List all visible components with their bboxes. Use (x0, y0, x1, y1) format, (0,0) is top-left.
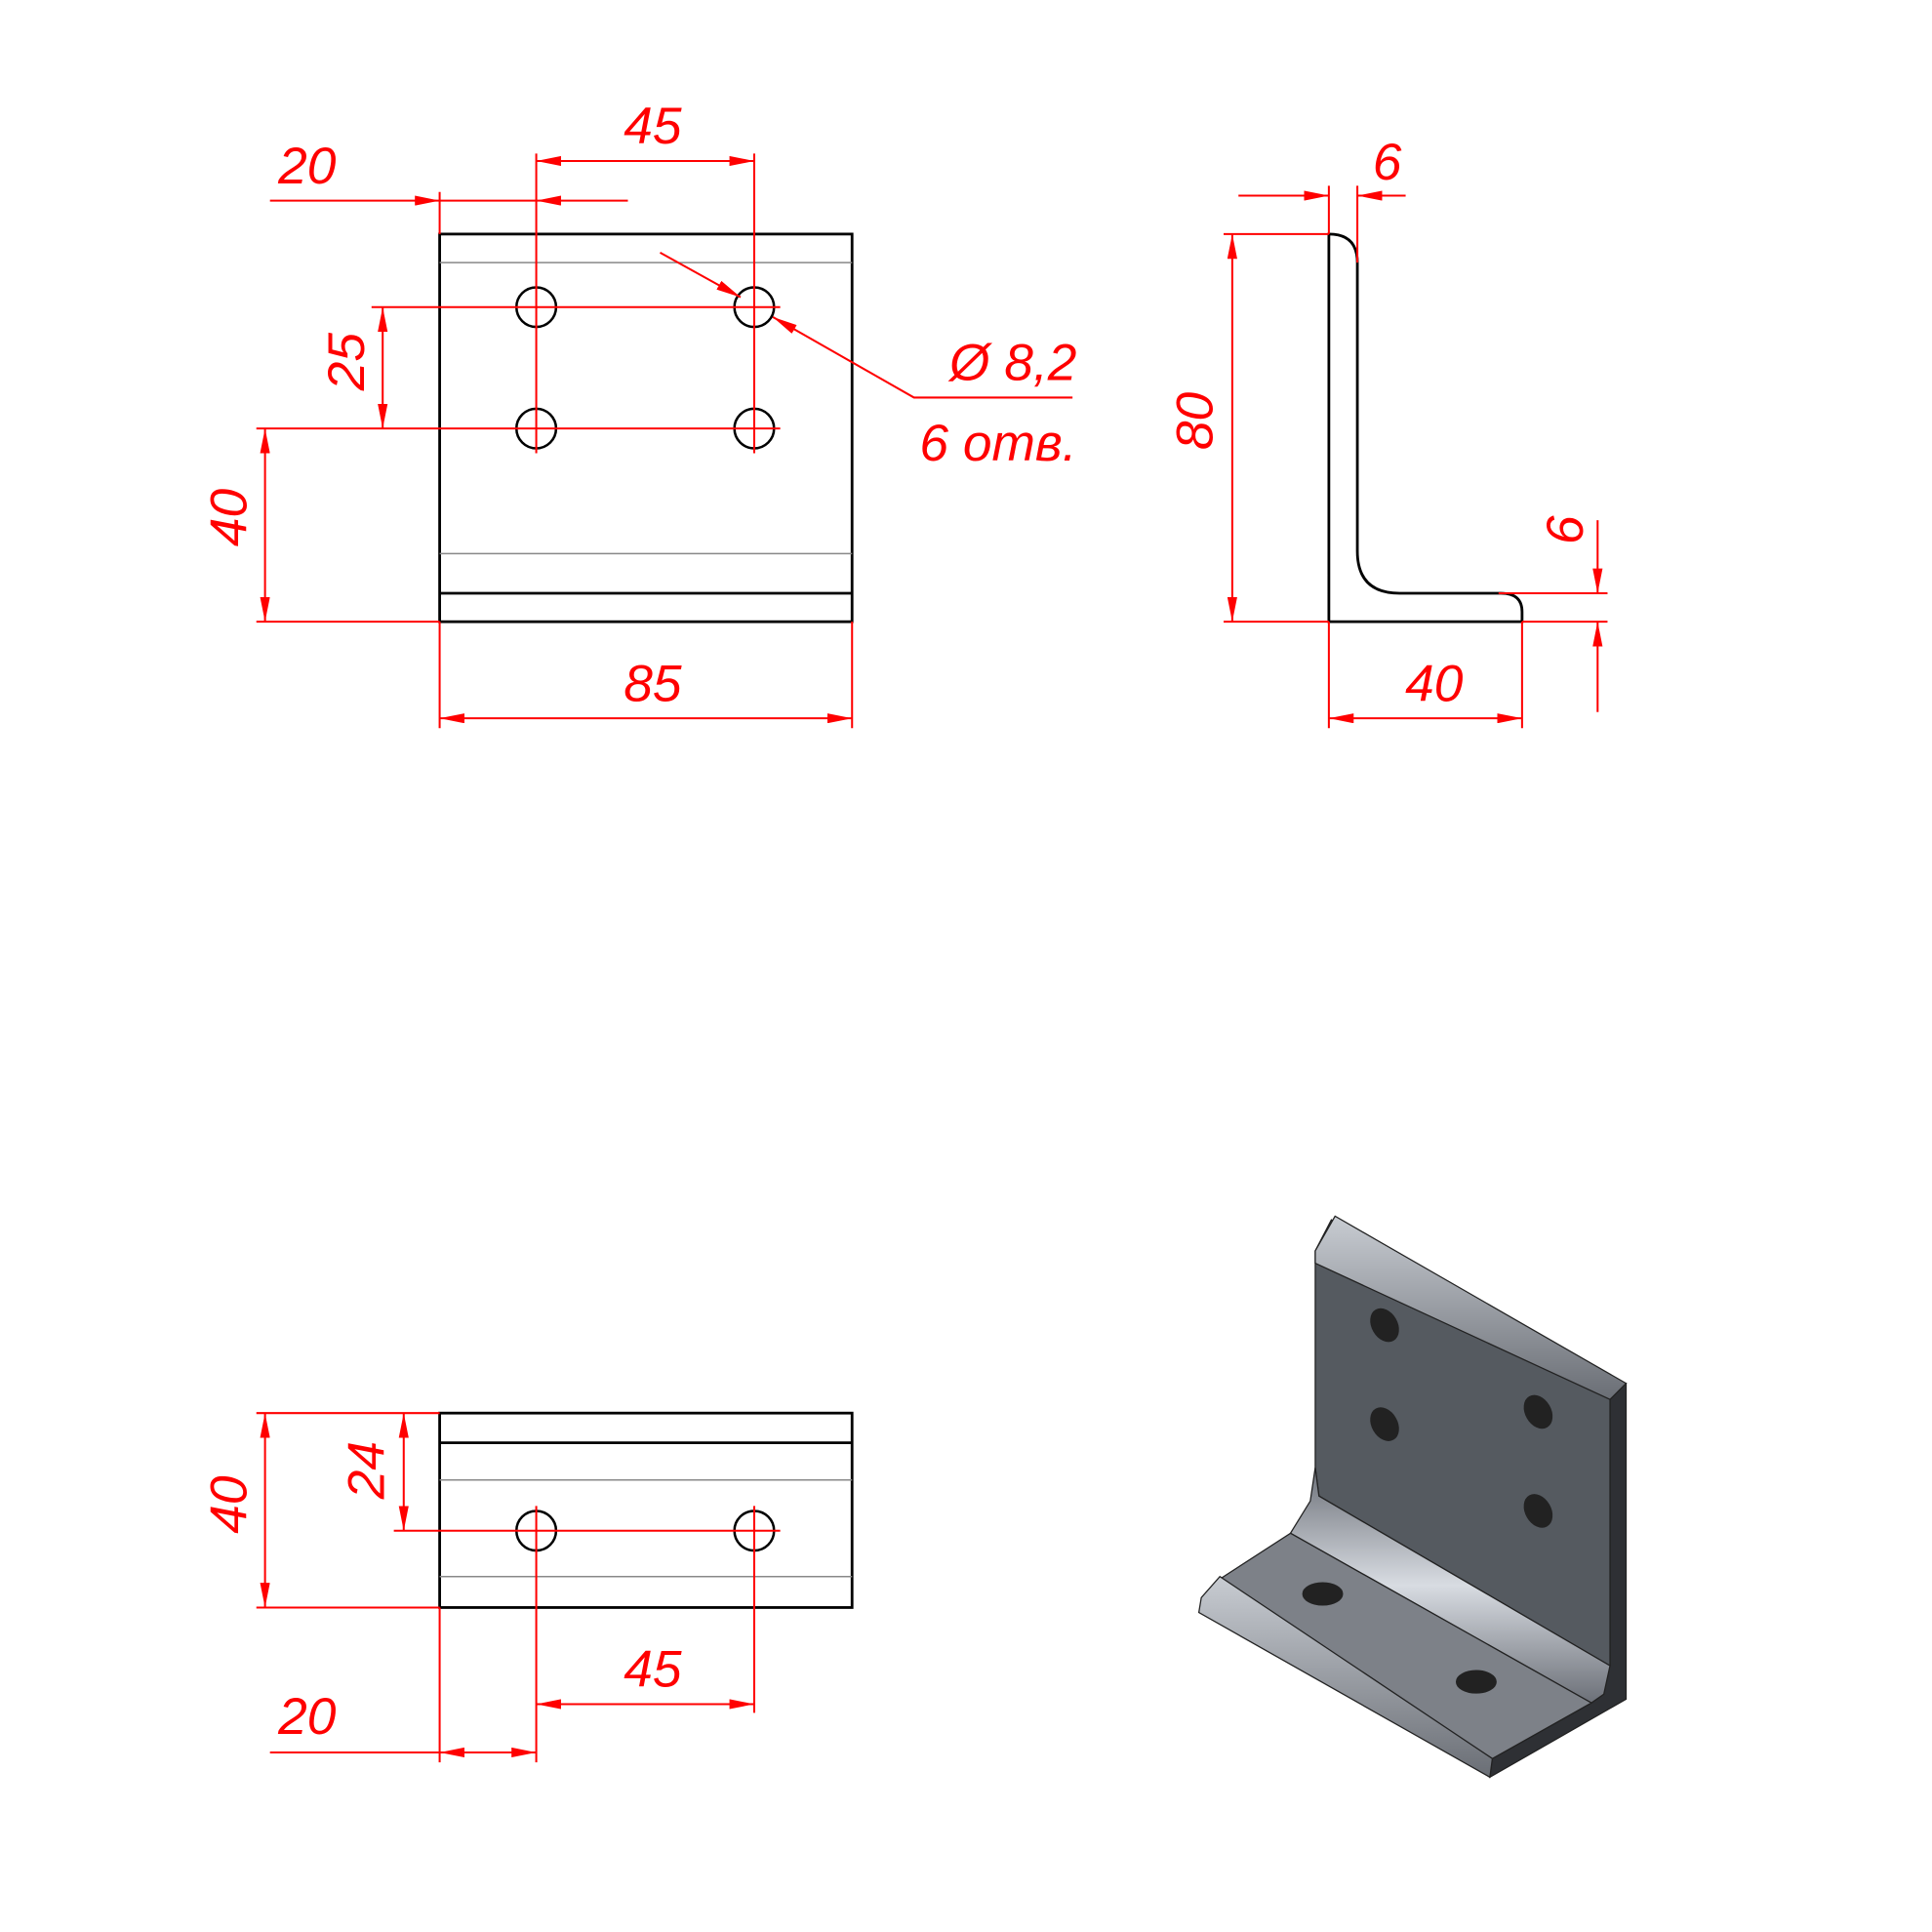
hole-diameter-callout: Ø 8,2 (947, 335, 1076, 392)
dim-hole-spacing-x-top: 45 (624, 1641, 682, 1699)
dim-hole-spacing-x: 45 (624, 98, 682, 155)
dim-thickness-base: 6 (1537, 515, 1594, 544)
dim-edge-to-hole-x-top: 20 (277, 1688, 337, 1746)
dim-edge-to-hole: 20 (277, 138, 337, 195)
dim-base-length: 40 (1405, 655, 1464, 712)
isometric-view (1197, 1215, 1628, 1779)
hole (1370, 1407, 1399, 1441)
front-view: 45 20 25 40 85 Ø 8,2 6 отв. (201, 98, 1077, 729)
hole-count-callout: 6 отв. (919, 415, 1076, 472)
dim-hole-spacing-y: 25 (318, 333, 376, 392)
dim-width: 85 (624, 655, 682, 712)
top-view: 40 24 45 20 (201, 1411, 854, 1763)
dim-height: 80 (1167, 392, 1225, 451)
dim-height-to-holes: 40 (201, 489, 259, 547)
hole (1523, 1394, 1553, 1429)
hole (1370, 1308, 1399, 1343)
dim-depth: 40 (201, 1475, 259, 1534)
side-view: 6 80 6 40 (1167, 134, 1608, 729)
dim-thickness-top: 6 (1373, 134, 1402, 191)
hole (1455, 1670, 1497, 1694)
hole (1523, 1494, 1553, 1528)
hole (1302, 1582, 1344, 1606)
dim-edge-to-hole-y: 24 (338, 1441, 395, 1500)
